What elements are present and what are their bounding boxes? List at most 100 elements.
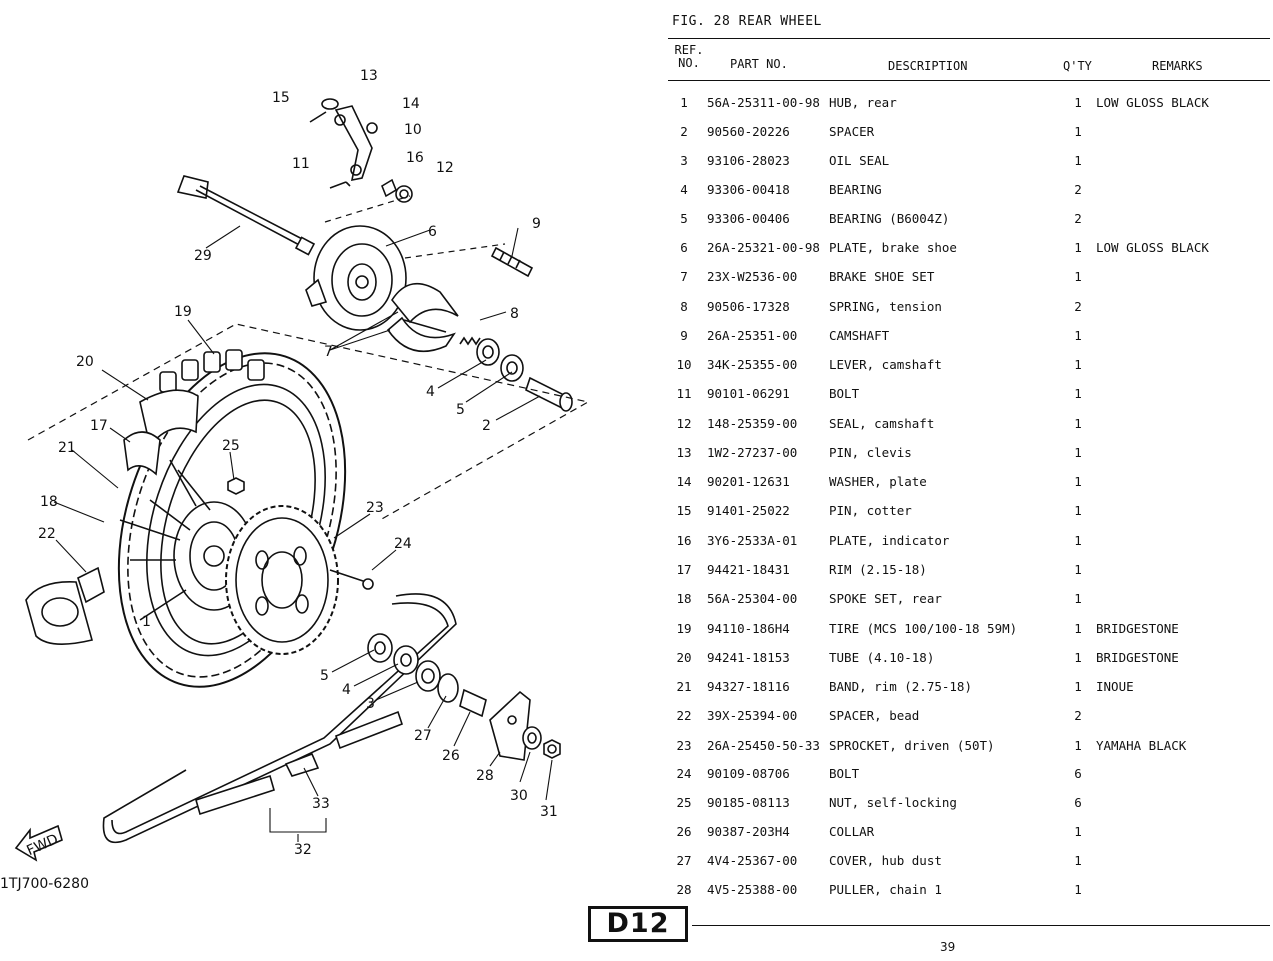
remarks-cell: INOUE	[1096, 679, 1134, 694]
sprocket-bolt-part	[329, 569, 367, 583]
ref-cell: 21	[676, 679, 692, 694]
description-cell: NUT, self-locking	[829, 795, 957, 810]
part-no-cell: 90109-08706	[707, 766, 790, 781]
svg-text:9: 9	[532, 216, 541, 232]
description-cell: SPRING, tension	[829, 299, 942, 314]
header-ref-no: REF. NO.	[672, 44, 706, 70]
header-remarks: REMARKS	[1152, 59, 1203, 73]
ref-cell: 9	[680, 328, 688, 343]
part-no-cell: 56A-25304-00	[707, 591, 798, 606]
brake-shoes-part	[386, 282, 459, 353]
forward-arrow-icon	[14, 824, 63, 862]
section-badge: D12	[588, 906, 688, 942]
part-no-cell: 3Y6-2533A-01	[707, 533, 798, 548]
ref-cell: 28	[676, 882, 692, 897]
qty-cell: 1	[1074, 882, 1082, 897]
part-no-cell: 90101-06291	[707, 386, 790, 401]
ref-cell: 13	[676, 445, 692, 460]
ref-cell: 26	[676, 824, 692, 839]
qty-cell: 1	[1074, 853, 1082, 868]
description-cell: PIN, cotter	[829, 503, 912, 518]
description-cell: PIN, clevis	[829, 445, 912, 460]
remarks-cell: BRIDGESTONE	[1096, 650, 1179, 665]
description-cell: BEARING (B6004Z)	[829, 211, 950, 226]
ref-cell: 25	[676, 795, 692, 810]
chain-puller-part	[489, 690, 561, 761]
qty-cell: 1	[1074, 738, 1082, 753]
part-no-cell: 90201-12631	[707, 474, 790, 489]
svg-text:28: 28	[476, 768, 494, 784]
part-no-cell: 93306-00418	[707, 182, 790, 197]
qty-cell: 1	[1074, 153, 1082, 168]
ref-cell: 8	[680, 299, 688, 314]
svg-text:27: 27	[414, 728, 432, 744]
svg-text:20: 20	[76, 354, 94, 370]
svg-text:30: 30	[510, 788, 528, 804]
svg-text:10: 10	[404, 122, 422, 138]
footer-rule	[692, 925, 1270, 926]
qty-cell: 1	[1074, 95, 1082, 110]
part-no-cell: 91401-25022	[707, 503, 790, 518]
remarks-cell: YAMAHA BLACK	[1096, 738, 1187, 753]
part-no-cell: 93106-28023	[707, 153, 790, 168]
svg-text:15: 15	[272, 90, 290, 106]
description-cell: PULLER, chain 1	[829, 882, 942, 897]
header-rule	[668, 80, 1270, 81]
ref-cell: 11	[676, 386, 692, 401]
part-no-cell: 39X-25394-00	[707, 708, 798, 723]
ref-cell: 16	[676, 533, 692, 548]
ref-cell: 4	[680, 182, 688, 197]
description-cell: COVER, hub dust	[829, 853, 942, 868]
sprocket-part	[225, 505, 339, 655]
part-no-cell: 26A-25321-00-98	[707, 240, 820, 255]
svg-text:8: 8	[510, 306, 519, 322]
ref-cell: 10	[676, 357, 692, 372]
svg-text:14: 14	[402, 96, 420, 112]
camshaft-part	[490, 246, 534, 278]
part-no-cell: 1W2-27237-00	[707, 445, 798, 460]
svg-text:33: 33	[312, 796, 330, 812]
description-cell: RIM (2.15-18)	[829, 562, 927, 577]
self-locking-nut-part	[227, 477, 245, 495]
svg-text:3: 3	[366, 696, 375, 712]
svg-text:13: 13	[360, 68, 378, 84]
qty-cell: 1	[1074, 533, 1082, 548]
qty-cell: 6	[1074, 766, 1082, 781]
part-no-cell: 94421-18431	[707, 562, 790, 577]
svg-text:12: 12	[436, 160, 454, 176]
spring-part	[459, 336, 481, 346]
ref-cell: 12	[676, 416, 692, 431]
part-no-cell: 34K-25355-00	[707, 357, 798, 372]
description-cell: CAMSHAFT	[829, 328, 890, 343]
part-no-cell: 94241-18153	[707, 650, 790, 665]
svg-text:24: 24	[394, 536, 412, 552]
ref-cell: 23	[676, 738, 692, 753]
description-cell: PLATE, brake shoe	[829, 240, 957, 255]
qty-cell: 1	[1074, 474, 1082, 489]
ref-cell: 17	[676, 562, 692, 577]
description-cell: SPACER	[829, 124, 875, 139]
part-no-cell: 90560-20226	[707, 124, 790, 139]
description-cell: HUB, rear	[829, 95, 897, 110]
qty-cell: 1	[1074, 240, 1082, 255]
svg-text:25: 25	[222, 438, 240, 454]
remarks-cell: LOW GLOSS BLACK	[1096, 95, 1209, 110]
svg-text:18: 18	[40, 494, 58, 510]
part-no-cell: 90506-17328	[707, 299, 790, 314]
qty-cell: 1	[1074, 621, 1082, 636]
description-cell: SEAL, camshaft	[829, 416, 935, 431]
qty-cell: 1	[1074, 416, 1082, 431]
svg-text:23: 23	[366, 500, 384, 516]
page-number: 39	[940, 940, 956, 954]
svg-text:31: 31	[540, 804, 558, 820]
bearings-part	[476, 338, 573, 412]
svg-text:26: 26	[442, 748, 460, 764]
part-no-cell: 4V5-25388-00	[707, 882, 798, 897]
description-cell: SPROCKET, driven (50T)	[829, 738, 995, 753]
svg-text:2: 2	[482, 418, 491, 434]
qty-cell: 1	[1074, 386, 1082, 401]
drawing-code: 1TJ700-6280	[0, 876, 89, 892]
qty-cell: 1	[1074, 679, 1082, 694]
description-cell: BOLT	[829, 386, 860, 401]
svg-text:1: 1	[142, 614, 151, 630]
